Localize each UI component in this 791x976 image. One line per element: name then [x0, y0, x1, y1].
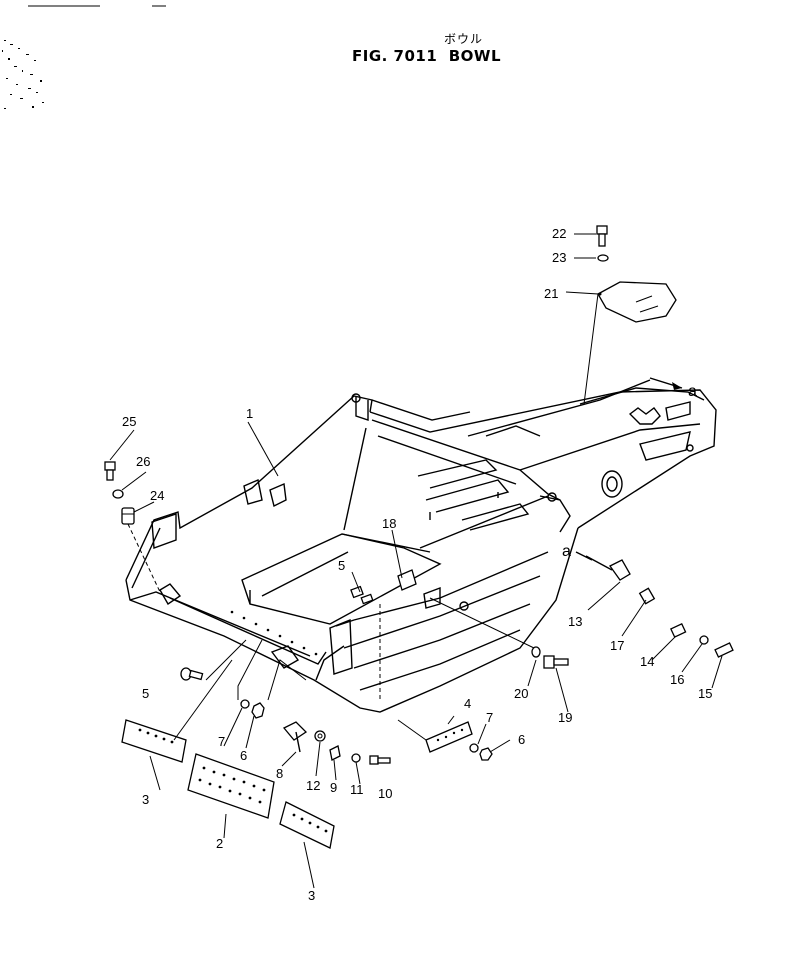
callout-1: 1	[246, 406, 253, 421]
wear-plate-3-right	[279, 801, 335, 849]
detail-ref-a-top: a	[688, 383, 697, 400]
callout-25: 25	[122, 414, 136, 429]
callout-21: 21	[544, 286, 558, 301]
callout-19: 19	[558, 710, 572, 725]
wear-plate-2	[187, 753, 275, 819]
arrow-a-top	[649, 377, 683, 390]
callout-18: 18	[382, 516, 396, 531]
washer-16	[699, 635, 709, 645]
bolt-15	[714, 642, 734, 658]
leader-19	[429, 597, 535, 649]
callout-14: 14	[640, 654, 654, 669]
washer-23	[597, 254, 609, 262]
callout-7: 7	[218, 734, 225, 749]
callout-11: 11	[350, 782, 364, 797]
wear-plate-3-left	[121, 719, 187, 763]
callout-7: 7	[486, 710, 493, 725]
callout-4: 4	[464, 696, 471, 711]
arrow-a-side	[575, 551, 593, 561]
cover-plate	[597, 281, 677, 323]
bolt-5-upper	[350, 585, 374, 605]
pin-13	[585, 555, 631, 581]
bracket-4	[425, 721, 473, 753]
leader-3-left	[173, 659, 233, 741]
clip-9	[329, 745, 341, 761]
callout-16: 16	[670, 672, 684, 687]
callout-23: 23	[552, 250, 566, 265]
bolt-10	[369, 755, 391, 765]
leader-4	[397, 719, 427, 741]
washer-7-right	[469, 743, 479, 753]
callout-26: 26	[136, 454, 150, 469]
title-japanese: ボウル	[444, 32, 484, 46]
leader-8	[267, 659, 307, 701]
callout-15: 15	[698, 686, 712, 701]
leader-5-lower	[205, 639, 247, 681]
callout-24: 24	[150, 488, 164, 503]
pin-8	[282, 721, 308, 753]
callout-2: 2	[216, 836, 223, 851]
callout-leaders	[109, 233, 723, 889]
callout-5: 5	[338, 558, 345, 573]
callout-3: 3	[142, 792, 149, 807]
bolt-19	[543, 655, 569, 669]
bushing-24	[121, 507, 135, 525]
callout-6: 6	[518, 732, 525, 747]
washer-12	[314, 730, 326, 742]
bolt-5-lower	[180, 667, 204, 681]
bolt-25	[104, 461, 116, 481]
callout-6: 6	[240, 748, 247, 763]
leader-7-left	[237, 639, 263, 700]
bolt-22	[596, 225, 608, 247]
detail-ref-a-side: a	[562, 543, 571, 560]
callout-22: 22	[552, 226, 566, 241]
fitting-14	[670, 622, 687, 638]
callout-8: 8	[276, 766, 283, 781]
nut-6-right	[479, 747, 493, 761]
nut-6-left	[251, 702, 265, 719]
washer-20	[531, 646, 541, 658]
callout-10: 10	[378, 786, 392, 801]
bowl-frame	[125, 379, 717, 713]
callout-12: 12	[306, 778, 320, 793]
callout-5: 5	[142, 686, 149, 701]
figure-title: FIG. 7011 BOWL	[352, 47, 502, 65]
washer-26	[112, 489, 124, 499]
callout-17: 17	[610, 638, 624, 653]
plug-17	[638, 587, 656, 605]
washer-11	[351, 753, 361, 763]
callout-13: 13	[568, 614, 582, 629]
washer-7-left	[240, 699, 250, 709]
scan-noise	[2, 40, 44, 109]
callout-labels: 1 2 3 3 4 5 5 6 6 7 7 8 9 10 11 12 13 14…	[122, 226, 712, 903]
callout-9: 9	[330, 780, 337, 795]
leader-24	[127, 523, 161, 593]
callout-3: 3	[308, 888, 315, 903]
callout-20: 20	[514, 686, 528, 701]
